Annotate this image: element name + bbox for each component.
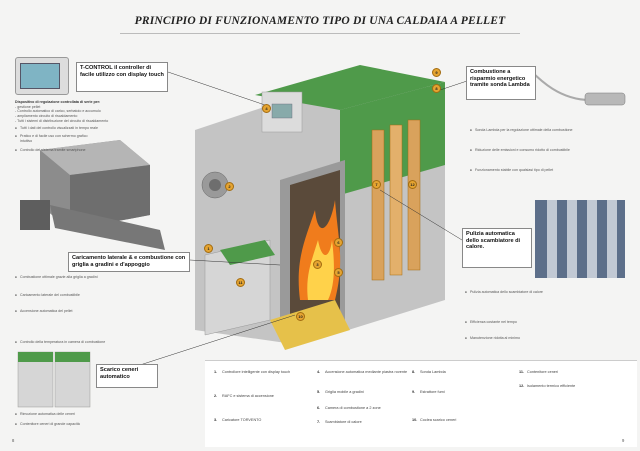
- legend-item: 12.Isolamento termico efficiente: [519, 384, 576, 388]
- page-number-right: 9: [622, 438, 625, 443]
- marker-4: 4: [262, 104, 271, 113]
- tcontrol-line: - ampliamento circuito di riscaldamento: [15, 114, 78, 119]
- tcontrol-description: Dispositivo di regolazione controllata d…: [15, 100, 185, 124]
- legend-item: 1.Controllore intelligente con display t…: [214, 370, 291, 374]
- marker-10: 10: [296, 312, 305, 321]
- page-title: PRINCIPIO DI FUNZIONAMENTO TIPO DI UNA C…: [134, 15, 506, 27]
- legend-item: 10.Coclea scarico ceneri: [412, 418, 457, 422]
- left-bullet: Tutti i dati del controllo visualizzati …: [15, 126, 180, 131]
- mid-bullet: Caricamento laterale del combustibile: [15, 293, 190, 298]
- tcontrol-line: - Tutti i sistemi di distribuzione del c…: [15, 118, 109, 123]
- marker-2: 2: [225, 182, 234, 191]
- right-bullet-bottom: Manutenzione ridotta al minimo: [465, 336, 630, 341]
- legend-item: 7.Scambiatore di calore: [317, 420, 362, 424]
- right-bullet-bottom: Pulizia automatica dello scambiatore di …: [465, 290, 630, 295]
- legend-item: 2.RAFC e sistema di accensione: [214, 394, 274, 398]
- lambda-sensor: [529, 69, 626, 106]
- mid-bullet: Combustione ottimale grazie alla griglia…: [15, 275, 190, 280]
- scarico-bullet: Contenitore ceneri di grande capacità: [15, 422, 190, 427]
- tcontrol-line: - gestione pellet: [15, 104, 41, 109]
- tcontrol-heading: Dispositivo di regolazione controllata d…: [15, 100, 101, 104]
- legend-item: 9.Estrattore fumi: [412, 390, 445, 394]
- display-screen: [20, 63, 60, 89]
- right-bullet-top: Sonda Lambda per la regolazione ottimale…: [470, 128, 625, 133]
- right-bullet-top: Riduzione delle emissioni e consumo rido…: [470, 148, 625, 153]
- marker-11: 11: [236, 278, 245, 287]
- legend-item: 3.Caricatore TORVENTO: [214, 418, 262, 422]
- scarico-bullet: Rimozione automatica delle ceneri: [15, 412, 190, 417]
- legend-item: 11.Contenitore ceneri: [519, 370, 559, 374]
- mid-bullet: Accensione automatica del pellet: [15, 309, 190, 314]
- marker-7: 7: [372, 180, 381, 189]
- legend-item: 8.Sonda Lambda: [412, 370, 446, 374]
- pellet-feeder: [20, 140, 165, 250]
- cleaning-turbulators-photo: [535, 200, 625, 278]
- boiler-body: [195, 65, 445, 350]
- right-bullet-top: Funzionamento stabile con qualsiasi tipo…: [470, 168, 625, 173]
- mid-bullet: Controllo della temperatura in camera di…: [15, 340, 190, 345]
- marker-8: 8: [432, 84, 441, 93]
- marker-12: 12: [408, 180, 417, 189]
- callout-combustione: Combustione a risparmio energetico trami…: [466, 66, 536, 100]
- marker-1: 1: [204, 244, 213, 253]
- callout-pulizia: Pulizia automatica dello scambiatore di …: [462, 228, 532, 268]
- leader-lines: [139, 71, 471, 366]
- marker-5: 5: [334, 268, 343, 277]
- callout-scarico: Scarico ceneri automatico: [96, 364, 158, 388]
- right-bullet-bottom: Efficienza costante nel tempo: [465, 320, 630, 325]
- callout-tcontrol: T-CONTROL il controller di facile utiliz…: [76, 62, 168, 92]
- legend-item: 6.Camera di combustione a 2 zone: [317, 406, 381, 410]
- ash-containers-photo: [17, 351, 91, 408]
- callout-caricamento: Caricamento laterale & e combustione con…: [68, 252, 190, 272]
- marker-9: 9: [432, 68, 441, 77]
- left-bullet: Controllo del sistema tramite smartphone: [15, 148, 90, 153]
- marker-6: 6: [334, 238, 343, 247]
- legend-item: 5.Griglia mobile a gradini: [317, 390, 364, 394]
- tcontrol-line: - Controllo automatico di carico, serbat…: [15, 109, 101, 114]
- left-bullet: Pratico e di facile uso con schermo graf…: [15, 134, 90, 143]
- marker-3: 3: [313, 260, 322, 269]
- title-rule: [120, 33, 520, 34]
- legend-item: 4.Accensione automatica mediante piastra…: [317, 370, 408, 374]
- page-number-left: 8: [12, 438, 15, 443]
- legend-panel: [205, 360, 637, 447]
- touch-display-image: [15, 57, 69, 95]
